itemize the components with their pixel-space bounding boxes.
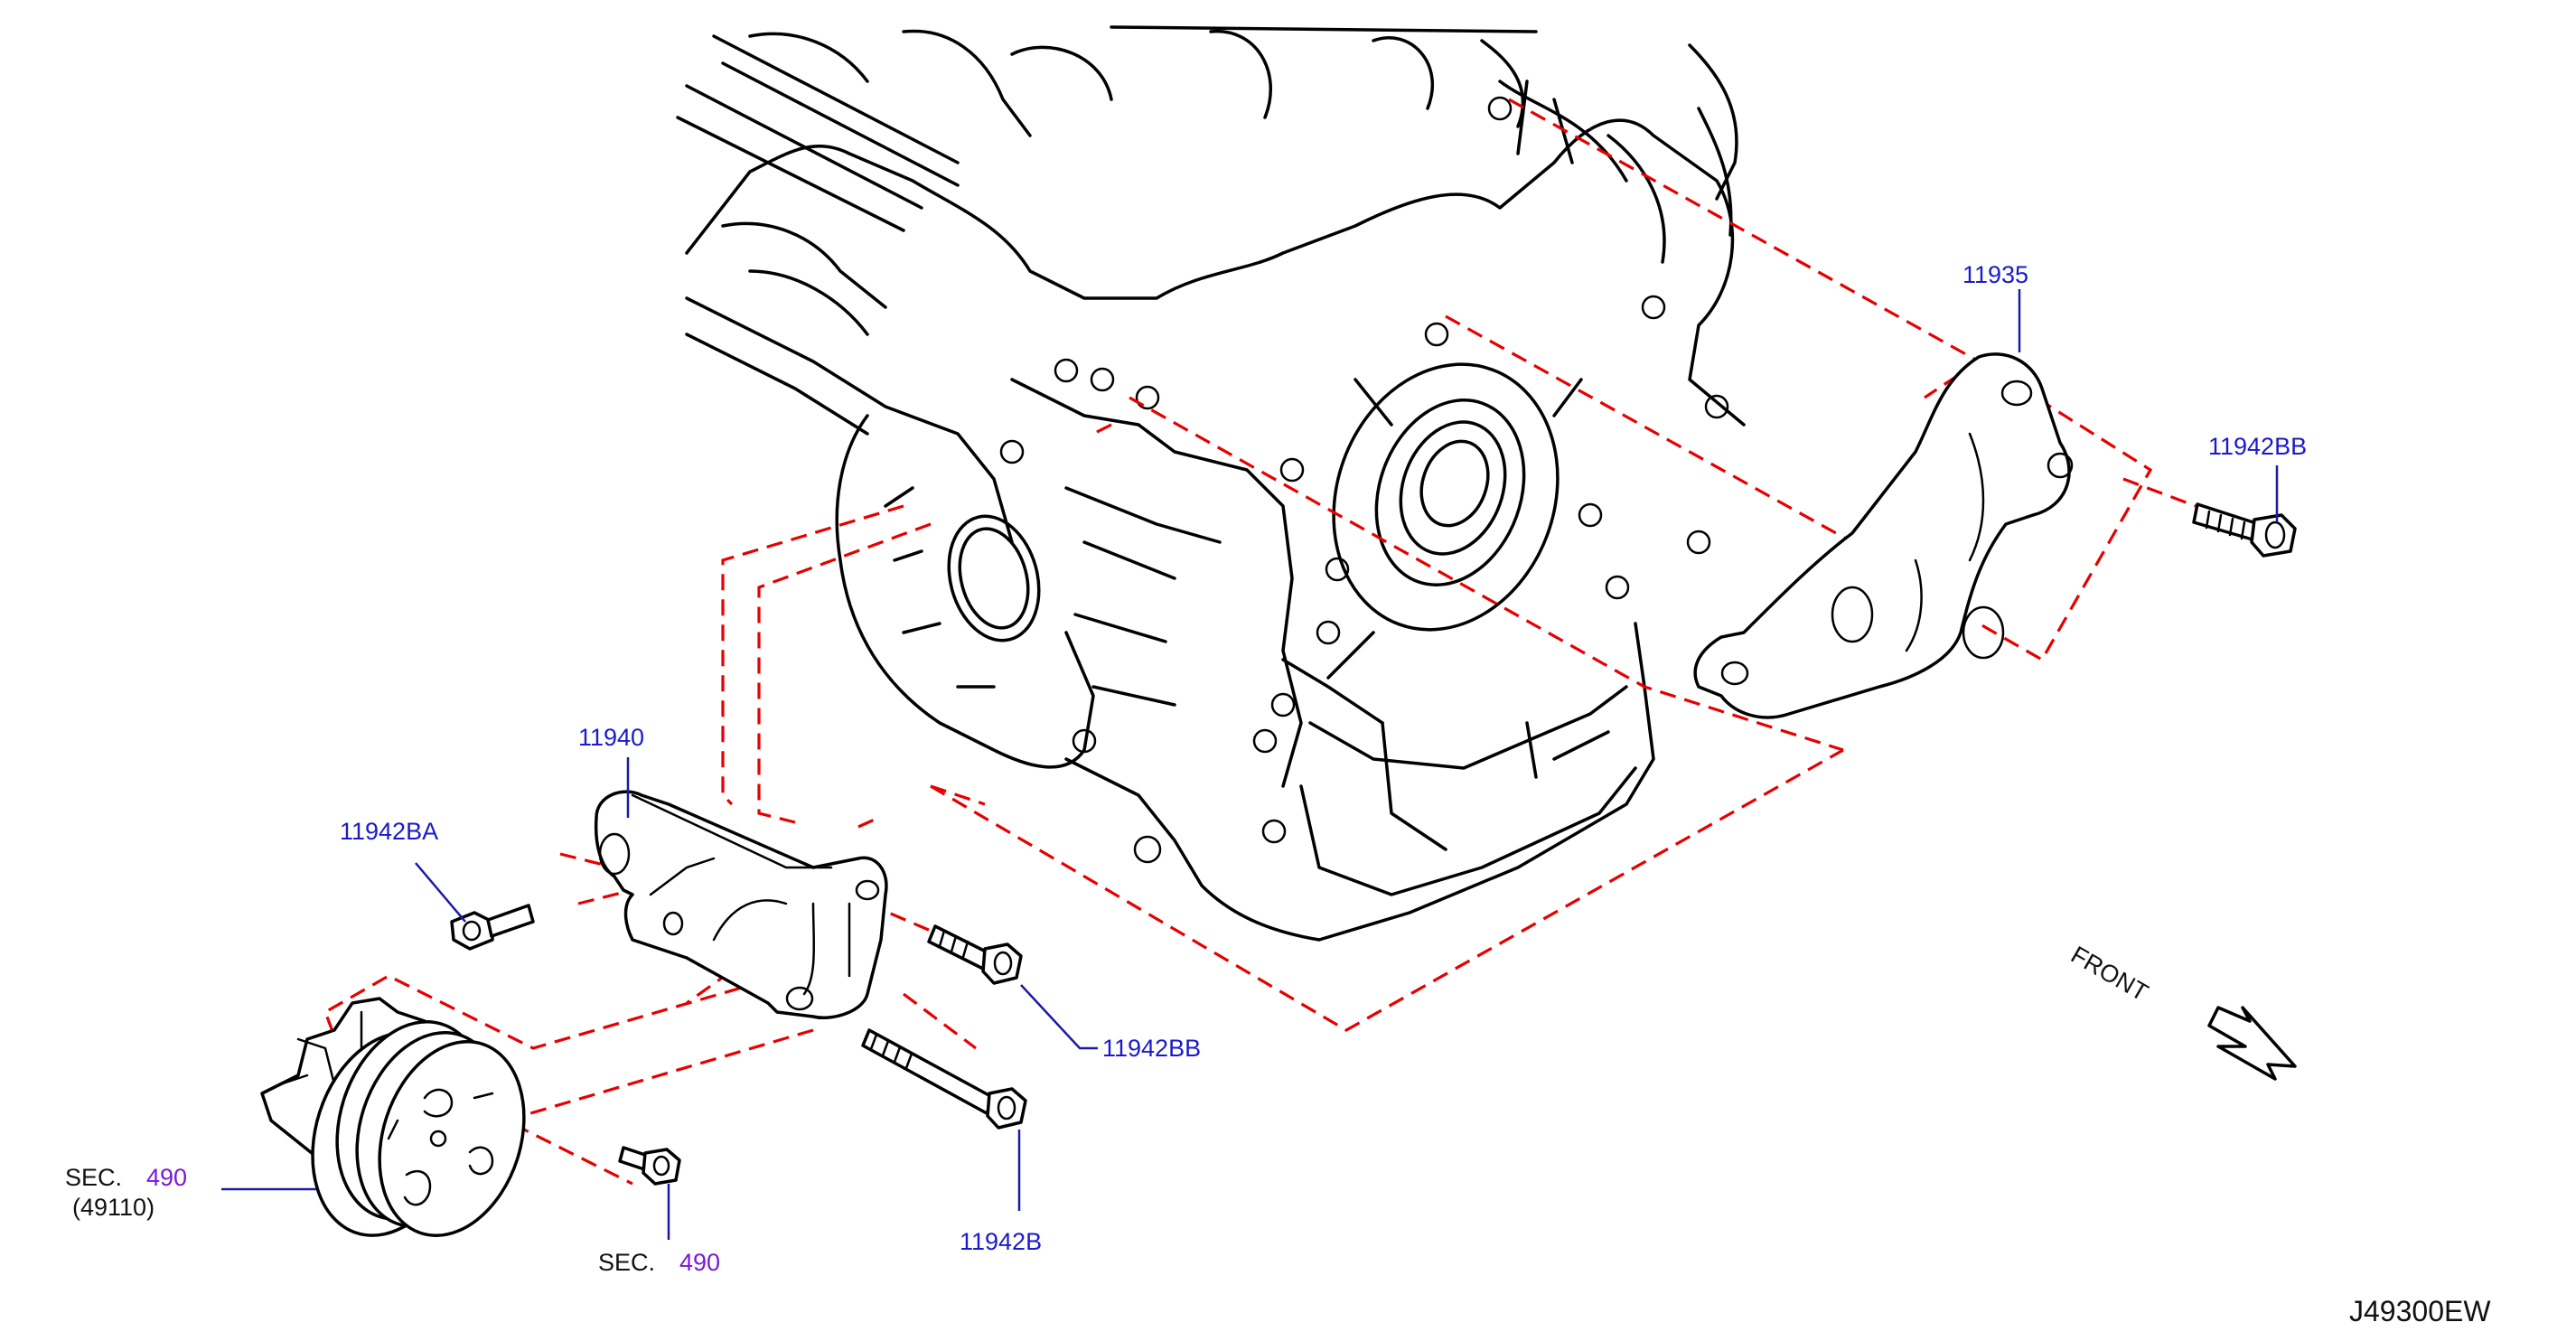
bolt-sec-490 [618,1146,681,1186]
bolt-long-11942B [861,1028,1027,1130]
power-steering-pump [260,997,526,1237]
label-sec-bolt-number: 490 [679,1249,720,1276]
bracket-11935 [1693,352,2074,719]
label-sec-bolt-prefix: SEC. [598,1249,655,1276]
front-direction-label: FRONT [2066,941,2153,1006]
label-11942BB-front: 11942BB [1102,1035,1201,1062]
label-11942BB-rear: 11942BB [2208,433,2307,460]
diagram-code: J49300EW [2349,1295,2491,1327]
bolt-11942BA [450,904,535,951]
block-bosses [999,96,1729,864]
bracket-11940 [594,790,888,1019]
label-sec-pump-number: 490 [146,1164,187,1191]
bolt-front-11942BB [927,924,1023,985]
front-arrow-icon [2207,1006,2297,1081]
label-11942B: 11942B [960,1228,1042,1255]
label-11942BA: 11942BA [340,818,438,845]
bolt-rear-11942BB [2192,502,2297,558]
label-pump-part-number: (49110) [72,1194,155,1221]
engine-block [676,25,1746,942]
label-11940: 11940 [578,724,644,751]
leader-lines [221,289,2279,1240]
label-11935: 11935 [1962,261,2028,288]
label-sec-pump-prefix: SEC. [65,1164,122,1191]
assembly-guides [323,98,2197,1186]
